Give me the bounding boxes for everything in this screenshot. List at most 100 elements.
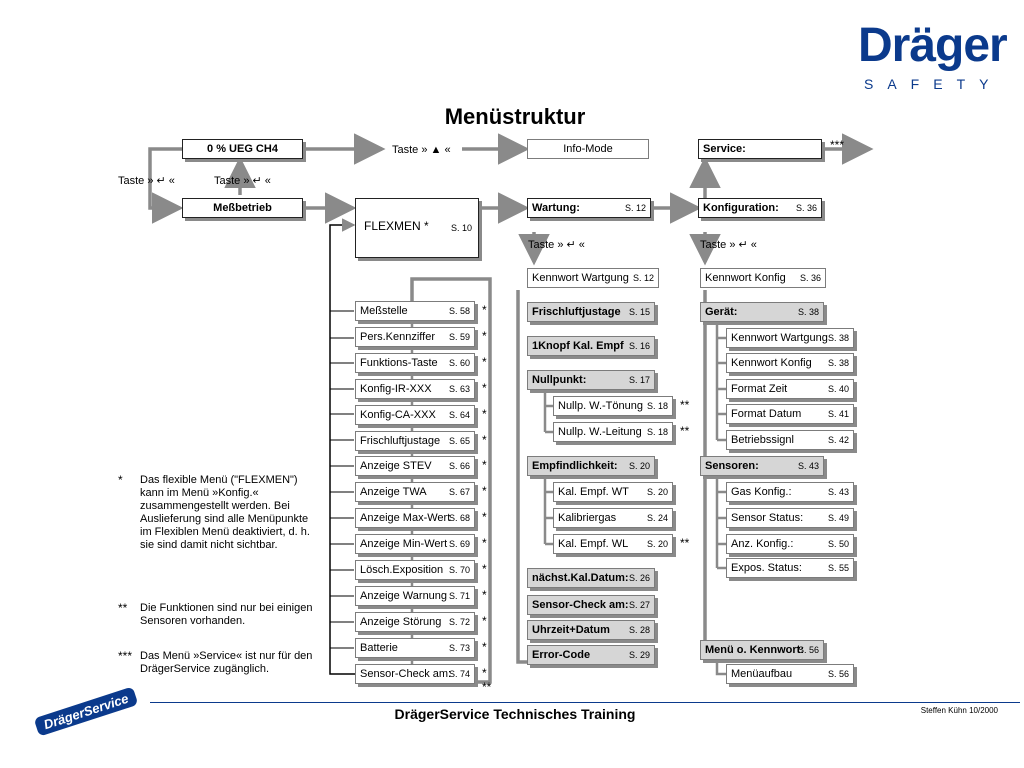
flex-item-page: S. 59 — [448, 332, 470, 342]
note-double-star: ** Die Funktionen sind nur bei einigen S… — [118, 601, 313, 628]
flex-item-mark: * — [482, 329, 487, 343]
wartung-box[interactable]: Wartung:S. 12 — [527, 198, 651, 218]
ueg-display-box[interactable]: 0 % UEG CH4 — [182, 139, 303, 159]
flex-item-mark: * — [482, 562, 487, 576]
flex-item-mark: * — [482, 381, 487, 395]
footer-credit: Steffen Kühn 10/2000 — [920, 706, 998, 715]
flex-item-label: Funktions-Taste — [360, 357, 438, 369]
flex-item-page: S. 71 — [448, 591, 470, 601]
flex-item-mark: * — [482, 588, 487, 602]
konfig-sensoren[interactable]: Sensoren:S. 43 — [700, 456, 824, 476]
flex-item-mark: * — [482, 303, 487, 317]
flex-item-label: Meßstelle — [360, 305, 408, 317]
key-label-middle: Taste » ↵ « — [214, 175, 271, 187]
flex-item[interactable]: Pers.Kennziffer S. 59 — [355, 327, 475, 347]
flexmen-box[interactable]: FLEXMEN * S. 10 — [355, 198, 479, 258]
flex-item-page: S. 68 — [448, 513, 470, 523]
flex-item-page: S. 70 — [448, 565, 470, 575]
sensor-gas-konfig[interactable]: Gas Konfig.:S. 43 — [726, 482, 854, 502]
flex-item-mark: * — [482, 458, 487, 472]
flex-item-label: Anzeige Warnung — [360, 590, 448, 602]
flex-item-label: Lösch.Exposition — [360, 564, 444, 576]
flex-item-mark: * — [482, 484, 487, 498]
key-label-konfig: Taste » ↵ « — [700, 239, 757, 251]
flex-item-label: Pers.Kennziffer — [360, 331, 436, 343]
wartung-nullpunkt[interactable]: Nullpunkt:S. 17 — [527, 370, 655, 390]
flex-item-mark: * — [482, 355, 487, 369]
flex-item-label: Frischluftjustage — [360, 435, 441, 447]
flex-item-page: S. 73 — [448, 643, 470, 653]
flex-item-page: S. 69 — [448, 539, 470, 549]
flex-item-mark: * — [482, 666, 487, 680]
flex-item[interactable]: Frischluftjustage S. 65 — [355, 431, 475, 451]
flex-item[interactable]: Sensor-Check am:S. 74 — [355, 664, 475, 684]
konfiguration-box[interactable]: Konfiguration:S. 36 — [698, 198, 822, 218]
flex-item-label: Anzeige Max-Wert — [360, 512, 451, 524]
flex-item-mark: * — [482, 433, 487, 447]
flex-item-page: S. 67 — [448, 487, 470, 497]
flex-item-mark: * — [482, 407, 487, 421]
wartung-empfindlichkeit[interactable]: Empfindlichkeit:S. 20 — [527, 456, 655, 476]
key-label-info: Taste » ▲ « — [390, 143, 453, 157]
flex-item-mark: * — [482, 614, 487, 628]
flex-item[interactable]: Anzeige TWA S. 67 — [355, 482, 475, 502]
flex-item-mark: * — [482, 640, 487, 654]
kal-empf-wl-mark: ** — [680, 536, 690, 550]
page-title: Menüstruktur — [444, 104, 586, 129]
flex-item-label: Sensor-Check am: — [360, 668, 452, 680]
messbetrieb-box[interactable]: Meßbetrieb — [182, 198, 303, 218]
drager-logo: Dräger — [858, 19, 1008, 72]
footer-divider — [150, 702, 1020, 703]
info-mode-box[interactable]: Info-Mode — [527, 139, 649, 159]
flex-item-label: Konfig-CA-XXX — [360, 409, 436, 421]
service-stars: *** — [830, 138, 845, 152]
service-box[interactable]: Service: — [698, 139, 822, 159]
flex-item-page: S. 66 — [448, 461, 470, 471]
note-single-star: * Das flexible Menü ("FLEXMEN") kann im … — [118, 473, 310, 552]
flex-item[interactable]: Lösch.Exposition S. 70 — [355, 560, 475, 580]
menue-ohne-kennwort[interactable]: Menü o. Kennwort:S. 56 — [700, 640, 824, 660]
sensor-check-wartung[interactable]: Sensor-Check am:S. 27 — [527, 595, 655, 615]
nullp-leitung-mark: ** — [680, 424, 690, 438]
flex-item-page: S. 65 — [448, 436, 470, 446]
flex-item-label: Anzeige Min-Wert — [360, 538, 448, 550]
flex-item-page: S. 74 — [448, 669, 470, 679]
sensor-status[interactable]: Sensor Status:S. 49 — [726, 508, 854, 528]
naechst-kal-datum[interactable]: nächst.Kal.Datum:S. 26 — [527, 568, 655, 588]
sensor-expos-status[interactable]: Expos. Status:S. 55 — [726, 558, 854, 578]
flex-item-mark: * — [482, 510, 487, 524]
konfig-geraet[interactable]: Gerät:S. 38 — [700, 302, 824, 322]
flex-item-mark: * — [482, 536, 487, 550]
flex-item-label: Anzeige TWA — [360, 486, 427, 498]
key-label-wartung: Taste » ↵ « — [528, 239, 585, 251]
sensor-anz-konfig[interactable]: Anz. Konfig.:S. 50 — [726, 534, 854, 554]
